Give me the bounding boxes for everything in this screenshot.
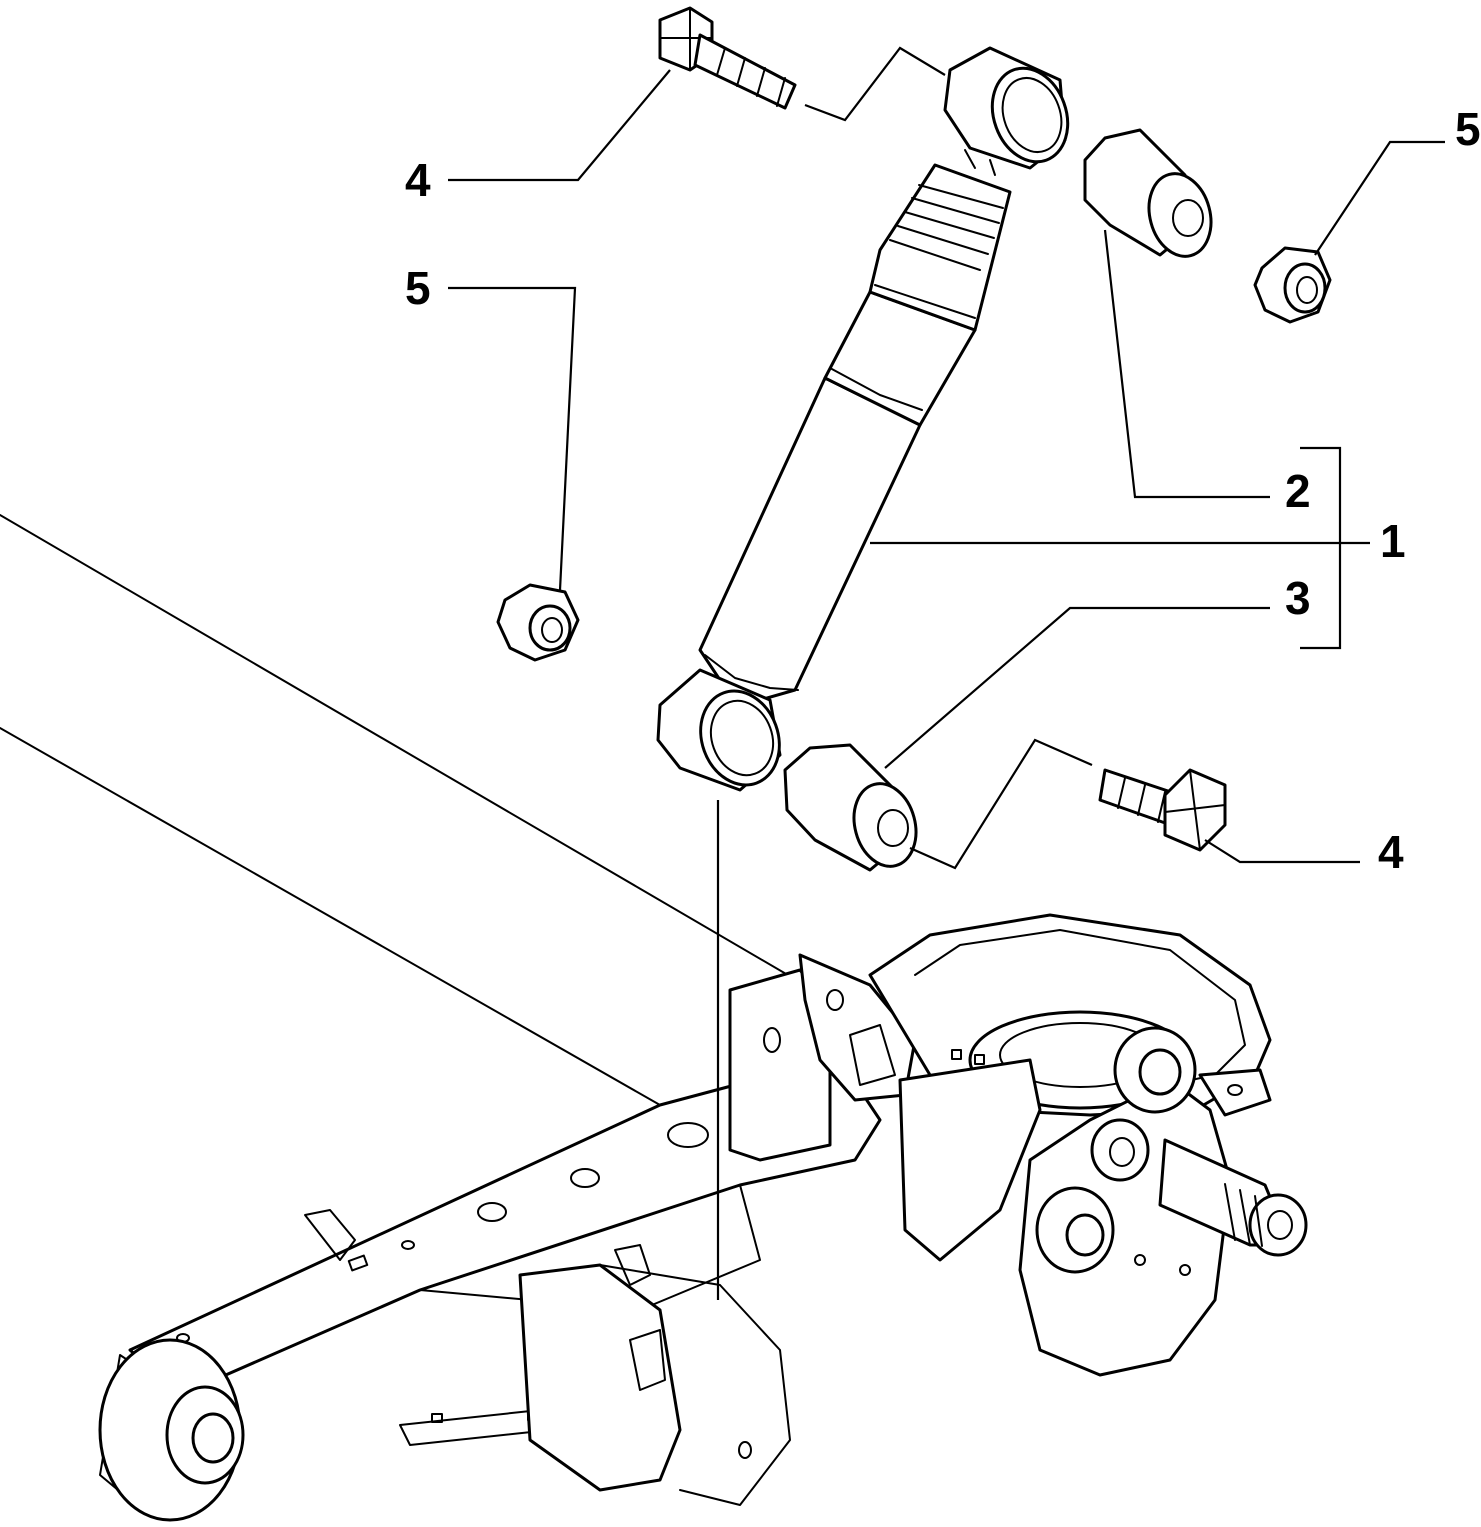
callout-2: 2 [1285,465,1311,517]
shock-mount-bracket [518,953,917,1506]
nut-left [496,583,580,662]
shock-absorber [656,46,1070,792]
rear-axle-beam [0,514,882,1522]
bushing-lower [783,743,918,872]
callout-3: 3 [1285,572,1311,624]
callout-labels: 4 5 5 2 1 3 4 [405,103,1481,878]
callout-4-bottom: 4 [1378,826,1404,878]
callout-5-right: 5 [1455,103,1481,155]
nut-right [1253,246,1332,324]
callout-4-top: 4 [405,154,431,206]
bolt-lower [1098,768,1227,852]
hub-carrier [898,1026,1308,1377]
leader-lines [448,46,1445,1300]
bolt-upper [658,6,797,110]
callout-5-left: 5 [405,262,431,314]
bushing-upper [1083,128,1213,258]
callout-1: 1 [1380,515,1406,567]
